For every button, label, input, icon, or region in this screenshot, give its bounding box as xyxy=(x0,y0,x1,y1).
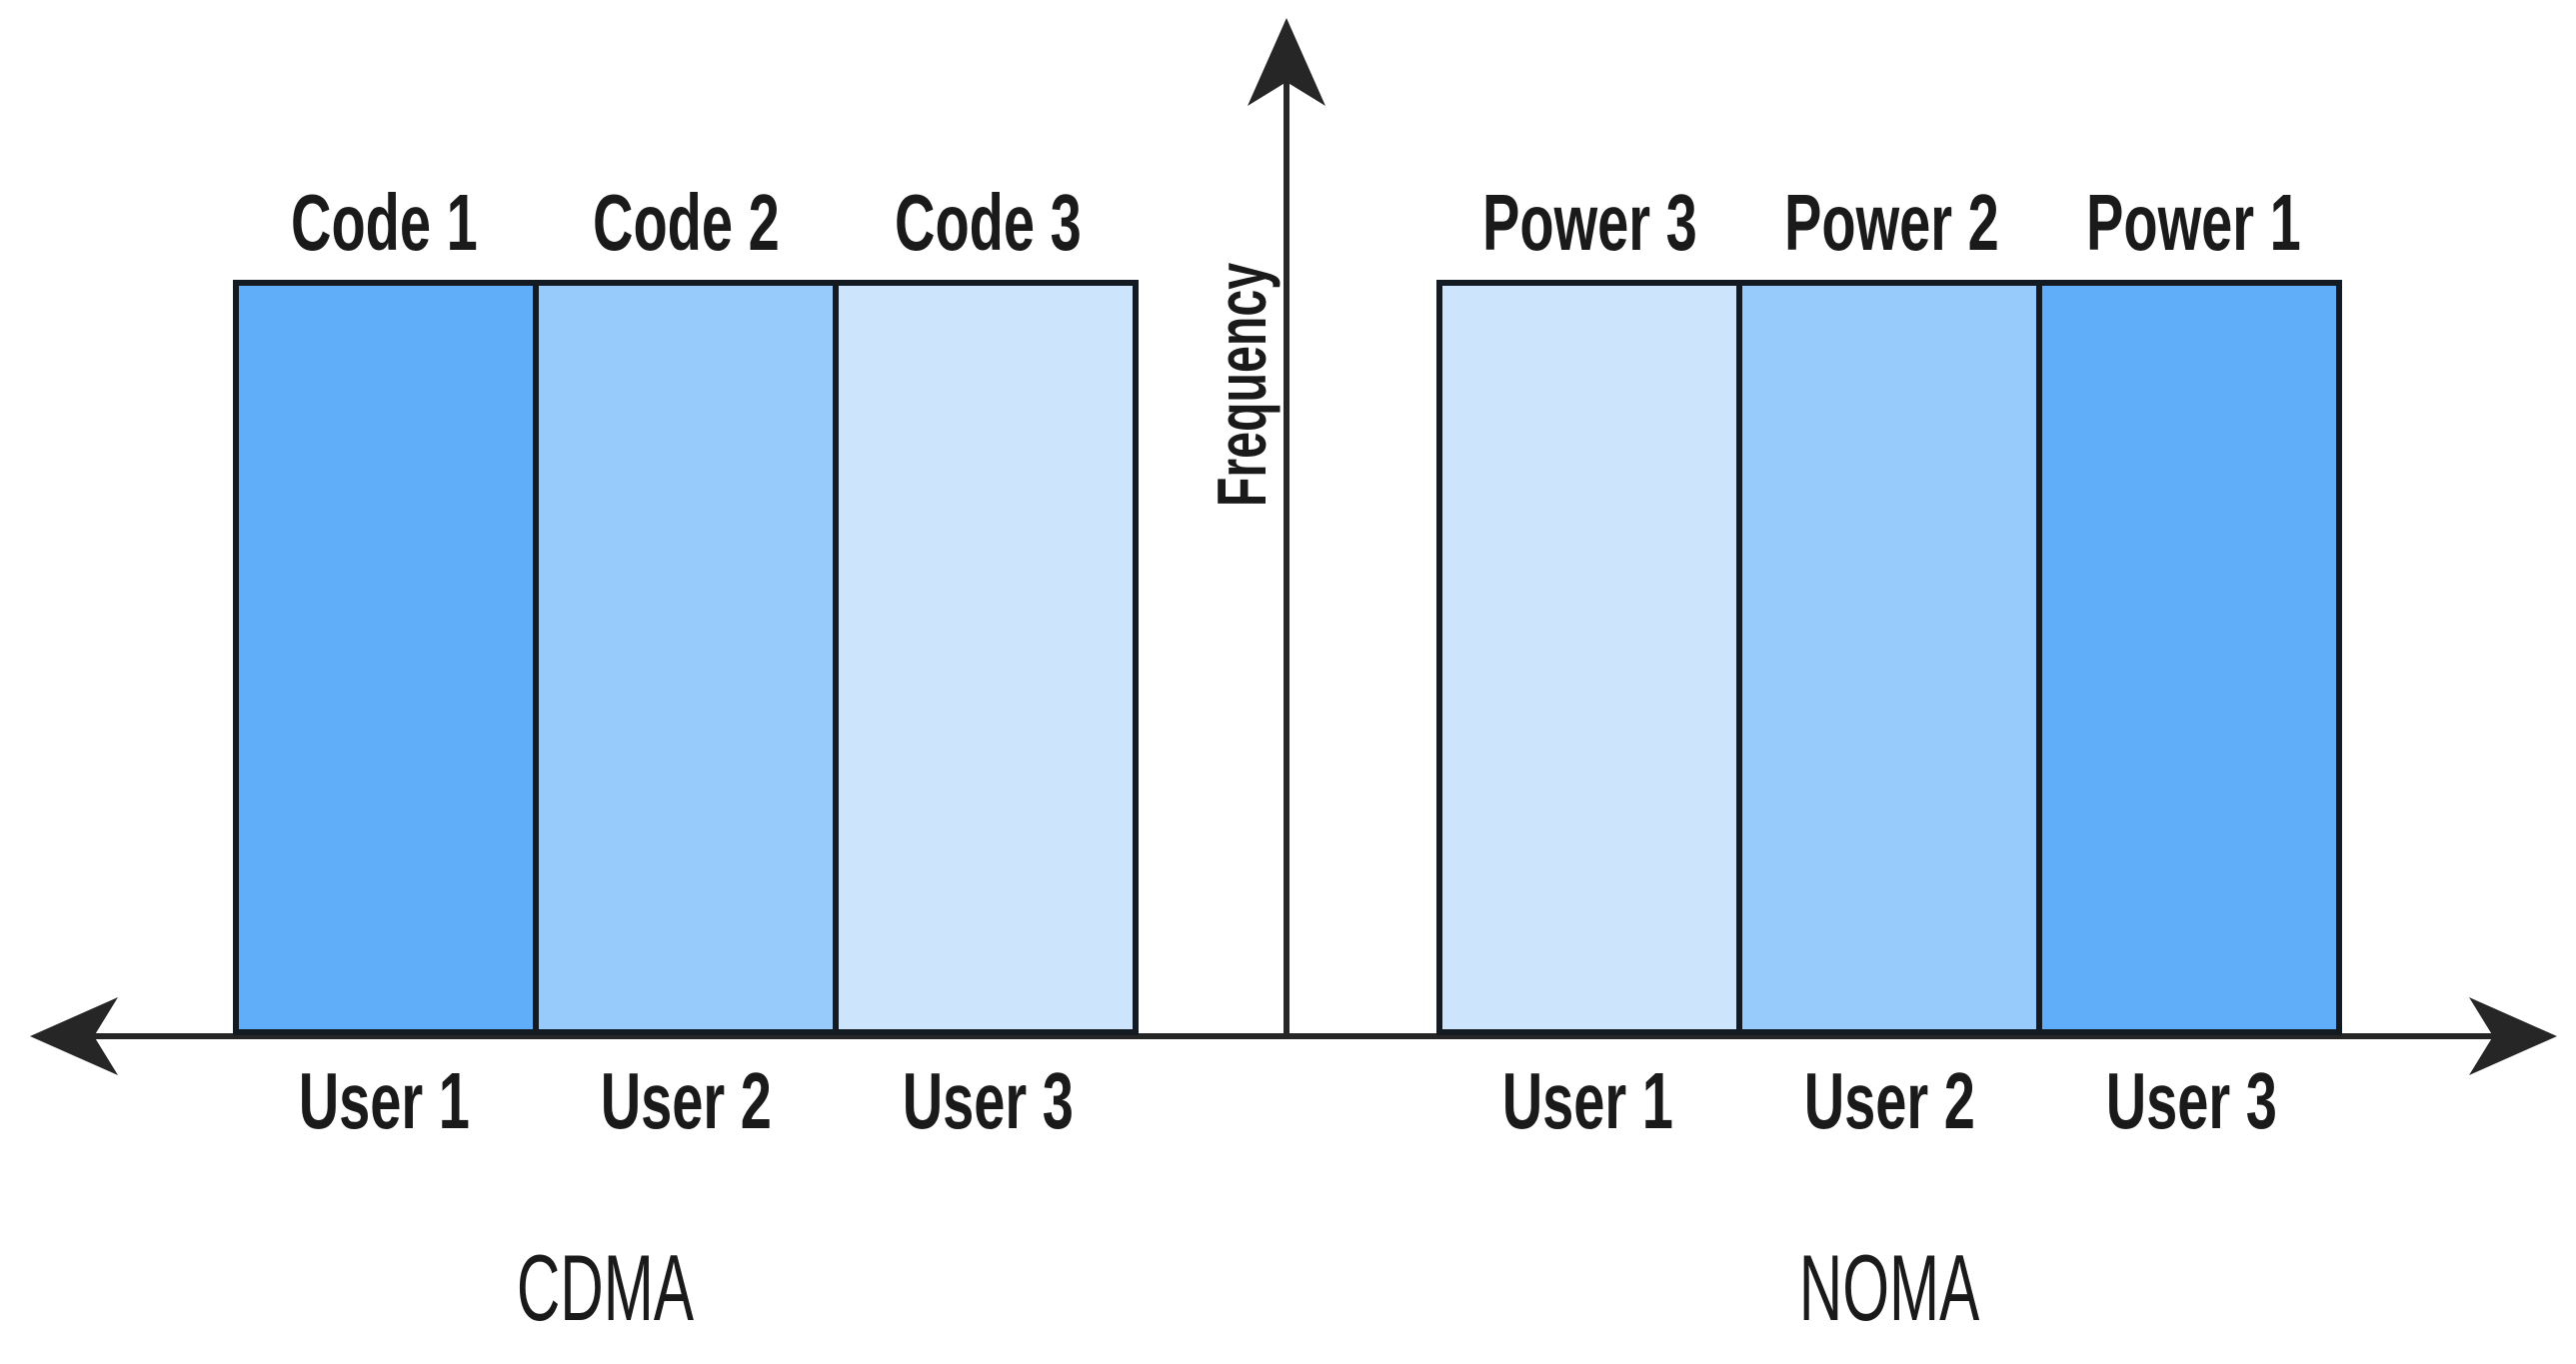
noma-scheme-label: NOMA xyxy=(1798,1235,1980,1340)
y-axis-label: Frequency xyxy=(1203,262,1281,508)
y-axis-top-arrow-icon xyxy=(1248,18,1325,106)
cdma-user2-label: User 2 xyxy=(600,1056,772,1145)
cdma-code2-label: Code 2 xyxy=(592,178,780,267)
noma-power1-label: Power 1 xyxy=(2086,178,2301,267)
noma-power3-label: Power 3 xyxy=(1482,178,1697,267)
cdma-bar-user1 xyxy=(233,280,539,1035)
cdma-bar-group xyxy=(233,280,1139,1035)
cdma-code1-label: Code 1 xyxy=(290,178,478,267)
cdma-code3-label: Code 3 xyxy=(894,178,1082,267)
cdma-user3-label: User 3 xyxy=(902,1056,1074,1145)
noma-bar-user2 xyxy=(1736,280,2042,1035)
x-axis-right-arrow-icon xyxy=(2469,997,2557,1075)
x-axis-left-arrow-icon xyxy=(30,997,118,1075)
noma-user1-label: User 1 xyxy=(1501,1056,1673,1145)
noma-user3-label: User 3 xyxy=(2105,1056,2277,1145)
cdma-scheme-label: CDMA xyxy=(516,1235,694,1340)
noma-bar-user1 xyxy=(1436,280,1742,1035)
noma-user2-label: User 2 xyxy=(1803,1056,1975,1145)
noma-power2-label: Power 2 xyxy=(1784,178,1999,267)
noma-bar-group xyxy=(1436,280,2342,1035)
cdma-user1-label: User 1 xyxy=(298,1056,470,1145)
cdma-bar-user2 xyxy=(533,280,839,1035)
cdma-bar-user3 xyxy=(833,280,1139,1035)
noma-bar-user3 xyxy=(2036,280,2342,1035)
